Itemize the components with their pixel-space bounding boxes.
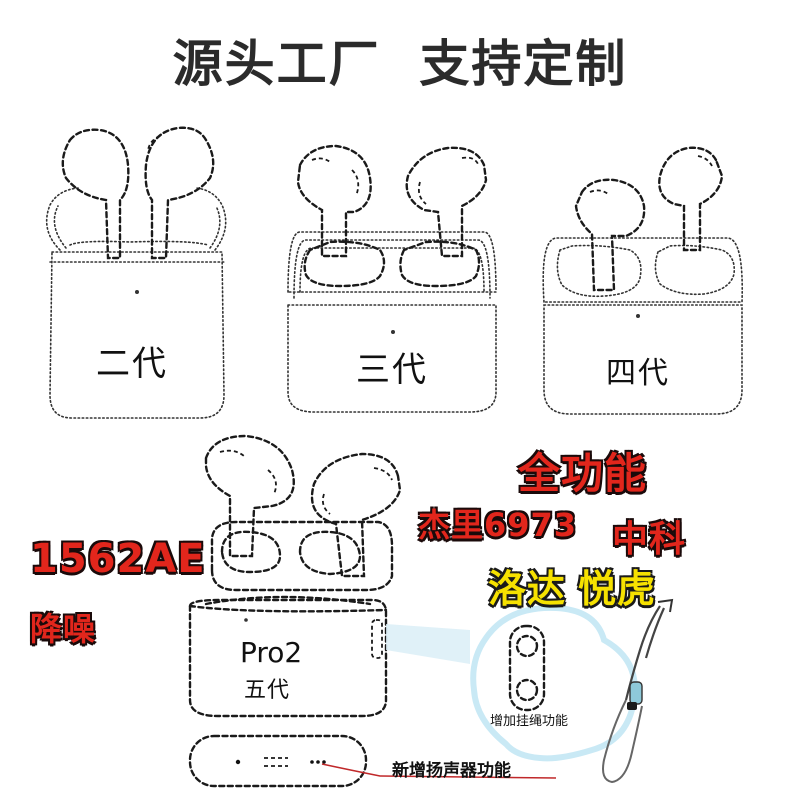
speaker-note: 新增扬声器功能	[392, 761, 511, 781]
chip-zhongke-badge: 中科	[612, 519, 687, 560]
gen2-earbuds-illustration	[45, 126, 227, 419]
pro2-gen-label: 五代	[244, 678, 291, 703]
lanyard-note: 增加挂绳功能	[490, 714, 569, 729]
gen3-earbuds-illustration	[287, 144, 497, 413]
page-title: 源头工厂 支持定制	[172, 35, 628, 93]
full-function-badge: 全功能	[518, 449, 648, 498]
gen4-label: 四代	[606, 356, 670, 391]
pro2-model-label: Pro2	[240, 636, 303, 669]
chip-1562-badge: 1562AE	[30, 536, 206, 582]
pro2-earbuds-illustration	[188, 434, 402, 718]
gen3-label: 三代	[356, 350, 428, 390]
speaker-case-bottom	[188, 734, 557, 788]
lanyard-callout	[386, 598, 674, 784]
gen4-earbuds-illustration	[542, 146, 744, 415]
chip-luoda-badge: 洛达	[488, 567, 567, 611]
chip-yuehu-badge: 悦虎	[578, 567, 657, 611]
gen2-label: 二代	[96, 344, 168, 384]
noise-cancel-badge: 降噪	[30, 610, 97, 648]
chip-jieli-badge: 杰里6973	[418, 506, 578, 544]
